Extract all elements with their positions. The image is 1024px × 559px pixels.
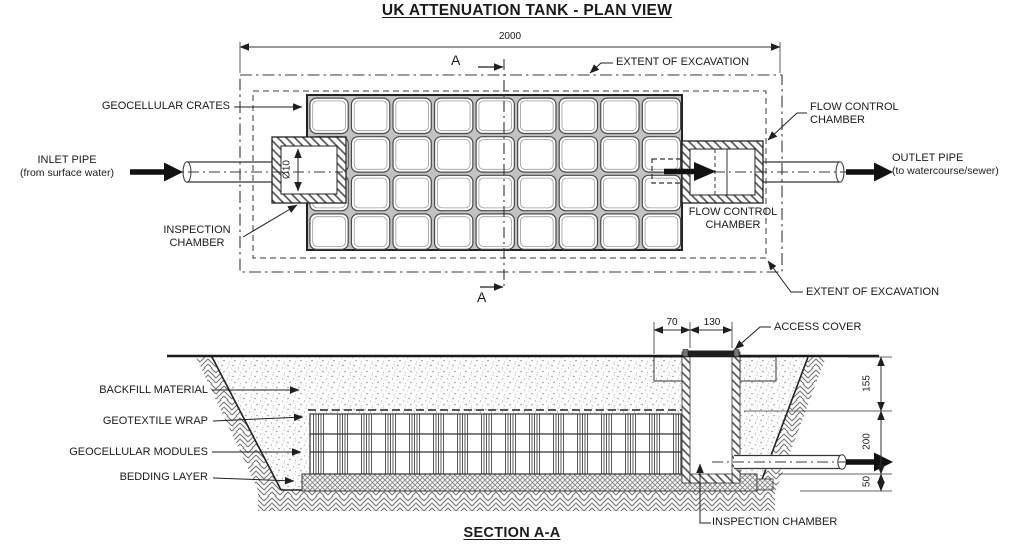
cover-surround-right bbox=[739, 356, 777, 382]
dim-200-label: 200 bbox=[861, 433, 873, 450]
plan-leaders bbox=[234, 62, 807, 293]
section-leaders bbox=[212, 326, 771, 524]
inspection-chamber-plan bbox=[271, 136, 347, 204]
geocellular-modules bbox=[309, 413, 682, 475]
plan-title: UK ATTENUATION TANK - PLAN VIEW bbox=[381, 2, 673, 19]
bedding-step bbox=[756, 478, 774, 491]
inspection-chamber-plan-label: INSPECTION CHAMBER bbox=[163, 224, 231, 249]
width-dimension bbox=[239, 42, 781, 73]
section-marker-bottom: A bbox=[477, 289, 487, 305]
backfill-material-label: BACKFILL MATERIAL bbox=[99, 384, 208, 396]
excavation-extent-outer bbox=[239, 74, 783, 273]
inlet-pipe-label-line2: (from surface water) bbox=[20, 167, 114, 179]
dim-70-label: 70 bbox=[666, 317, 678, 328]
access-cover bbox=[682, 349, 740, 357]
plan-width-dimension-label: 2000 bbox=[498, 31, 522, 42]
geocellular-crates-label: GEOCELLULAR CRATES bbox=[101, 100, 230, 112]
inlet-pipe-label-line1: INLET PIPE bbox=[37, 154, 97, 166]
bedding-layer-label: BEDDING LAYER bbox=[119, 471, 208, 483]
dim-130-label: 130 bbox=[703, 317, 721, 328]
extent-excavation-bottom-label: EXTENT OF EXCAVATION bbox=[806, 286, 940, 298]
inspection-chamber-shaft bbox=[653, 350, 777, 484]
flow-arrows-plan bbox=[130, 162, 893, 182]
flow-control-chamber-top-label: FLOW CONTROL CHAMBER bbox=[810, 101, 899, 126]
extent-excavation-top-label: EXTENT OF EXCAVATION bbox=[616, 56, 750, 68]
geocellular-modules-label: GEOCELLULAR MODULES bbox=[69, 446, 208, 458]
outlet-pipe-label: OUTLET PIPE (to watercourse/sewer) bbox=[892, 152, 999, 177]
section-title: SECTION A-A bbox=[463, 525, 561, 541]
dim-155-label: 155 bbox=[861, 375, 873, 392]
extent-bottom-leader bbox=[767, 260, 803, 293]
pipe-diameter-label: Ø10 bbox=[281, 160, 293, 179]
inlet-flow-arrow bbox=[130, 162, 183, 182]
flow-control-chamber-bottom-label: FLOW CONTROL CHAMBER bbox=[688, 206, 778, 231]
inspection-chamber-section-label: INSPECTION CHAMBER bbox=[712, 516, 838, 528]
geotextile-wrap-label: GEOTEXTILE WRAP bbox=[102, 415, 208, 427]
inlet-pipe-label: INLET PIPE (from surface water) bbox=[4, 154, 130, 180]
inspection-chamber-section-leader bbox=[696, 463, 711, 524]
outlet-flow-arrow bbox=[846, 162, 893, 182]
geotextile-leader bbox=[212, 413, 304, 422]
extent-top-leader bbox=[589, 62, 613, 74]
access-cover-leader bbox=[734, 326, 771, 350]
bedding-leader bbox=[212, 476, 295, 485]
tank-to-chamber-flow-arrow bbox=[664, 162, 716, 181]
dim-50-label: 50 bbox=[861, 475, 873, 488]
inspection-chamber-leader bbox=[242, 204, 298, 238]
cover-surround-left bbox=[653, 356, 683, 382]
section-marker-top: A bbox=[451, 52, 461, 68]
flow-control-leader bbox=[767, 112, 807, 141]
section-dimensions bbox=[653, 322, 892, 492]
access-cover-label: ACCESS COVER bbox=[774, 321, 862, 333]
